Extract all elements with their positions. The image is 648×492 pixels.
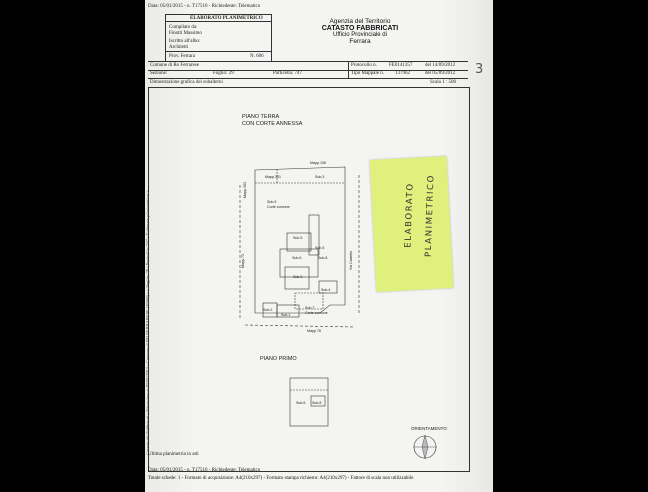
scale-label: Scala 1 : 500 xyxy=(430,80,456,85)
tipo-value: 137962 xyxy=(395,71,410,76)
compilato-label: Compilato da: xyxy=(169,25,198,30)
sticky-line2: PLANIMETRICO xyxy=(423,174,437,258)
protocollo-label: Protocollo n. xyxy=(351,63,377,68)
tipo-date: del 05/09/2012 xyxy=(425,71,456,76)
sezione-label: Sezione: xyxy=(150,71,168,76)
last-plan-note: Ultima planimetria in atti xyxy=(148,452,199,457)
page-number: 3 xyxy=(475,62,484,77)
mapp-331-label: Mapp.331 xyxy=(265,175,281,179)
drawing-frame xyxy=(148,87,470,472)
orientation-label: ORIENTAMENTO xyxy=(411,426,447,431)
comune-label: Comune di Ro Ferrarese xyxy=(150,63,200,68)
agency-line2: CATASTO FABBRICATI xyxy=(321,25,399,32)
room-sub6: Sub.6 xyxy=(292,256,302,260)
ground-floor-subtitle: CON CORTE ANNESSA xyxy=(242,121,303,127)
ground-floor-plan xyxy=(239,166,360,328)
iscritto-label: Iscritto all'albo: xyxy=(169,39,201,44)
agency-line1: Agenzia del Territorio xyxy=(329,18,391,25)
footer-line2: Totale schede: 1 - Formato di acquisizio… xyxy=(148,476,414,481)
sticky-note: ELABORATO PLANIMETRICO xyxy=(369,156,454,292)
via-castello-label: Via Castello xyxy=(349,250,353,270)
agency-line4: Ferrara xyxy=(349,38,371,45)
room-corte-comune-2: Corte comune xyxy=(305,311,328,315)
protocollo-date: del 14/09/2012 xyxy=(425,63,456,68)
subtitle-label: Dimostrazione grafica dei subalterni xyxy=(150,80,223,85)
first-floor-plan xyxy=(289,377,329,427)
first-floor-title: PIANO PRIMO xyxy=(260,356,297,362)
room-sub5a: Sub.5 xyxy=(293,236,303,240)
mapp-top-label: Mapp.106 xyxy=(310,161,326,165)
ground-floor-title: PIANO TERRA xyxy=(242,114,280,120)
first-floor-sub6: Sub.6 xyxy=(296,401,306,405)
mapp-353-label: Mapp.353 xyxy=(243,182,247,198)
first-floor-sub8: Sub.8 xyxy=(312,401,322,405)
agency-line3: Ufficio Provinciale di xyxy=(333,32,387,38)
room-corte-comune-1: Corte comune xyxy=(267,205,290,209)
mapp-76-label: Mapp.76 xyxy=(307,329,321,333)
room-sub5b: Sub.5 xyxy=(315,246,325,250)
protocollo-value: FE0141357 xyxy=(389,63,413,68)
room-sub2: Sub.2 xyxy=(263,308,273,312)
sticky-line1: ELABORATO xyxy=(403,182,416,248)
tipo-label: Tipo Mappale n. xyxy=(351,71,385,76)
room-sub7: Sub.7 xyxy=(305,306,315,310)
iscritto-value: Architetti xyxy=(169,45,189,50)
mapp-73-label: Mapp.73 xyxy=(241,254,245,268)
margin-text: Catasto dei Fabbricati - Situazione al 0… xyxy=(145,190,150,455)
room-sub3-low: Sub.3 xyxy=(293,275,303,279)
footer-line1: Data: 05/01/2015 - n. T17510 - Richieden… xyxy=(148,468,261,473)
elaborato-box: ELABORATO PLANIMETRICO Compilato da: Fin… xyxy=(165,14,272,62)
elaborato-title: ELABORATO PLANIMETRICO xyxy=(190,16,263,21)
agency-block: Agenzia del Territorio CATASTO FABBRICAT… xyxy=(305,18,415,45)
prov-label: Prov. Ferrara xyxy=(169,54,196,59)
compass-icon xyxy=(413,434,437,460)
compilato-name: Finotti Massimo xyxy=(169,31,202,36)
room-sub9: Sub.9 xyxy=(267,200,277,204)
room-sub4: Sub.4 xyxy=(321,288,331,292)
room-sub3-top: Sub.3 xyxy=(315,175,325,179)
room-sub8: Sub.8 xyxy=(318,256,328,260)
room-sub1: Sub.1 xyxy=(281,313,291,317)
foglio-label: Foglio: 29 xyxy=(213,71,234,76)
particella-label: Particella: 747 xyxy=(273,71,303,76)
prov-number: N. 606 xyxy=(250,54,264,59)
header-topline: Data: 05/01/2015 - n. T17510 - Richieden… xyxy=(148,4,261,9)
